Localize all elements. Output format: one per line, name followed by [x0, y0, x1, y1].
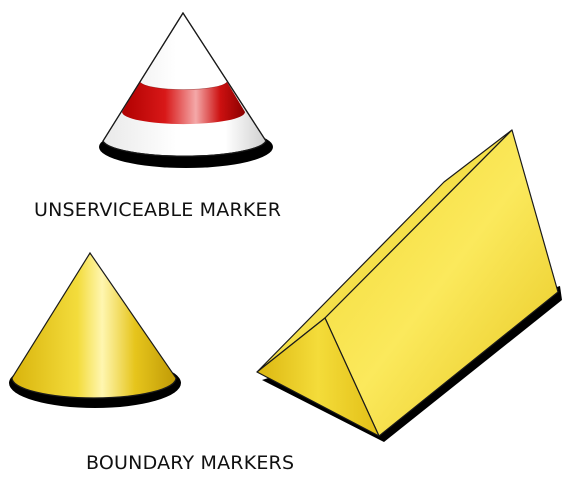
boundary-markers-label: BOUNDARY MARKERS	[86, 452, 294, 474]
unserviceable-marker-label: UNSERVICEABLE MARKER	[34, 199, 281, 221]
boundary-cone-icon	[9, 253, 181, 408]
unserviceable-marker-icon	[99, 13, 273, 168]
boundary-prism-icon	[257, 130, 562, 442]
